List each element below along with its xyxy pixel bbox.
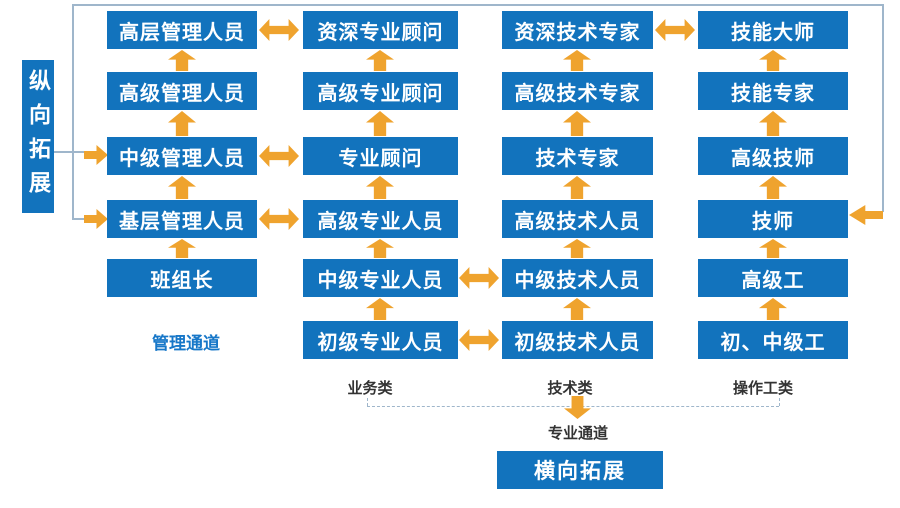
up-arrow-icon	[366, 298, 394, 320]
left-arrow-icon	[849, 205, 883, 225]
up-arrow-icon	[168, 176, 196, 199]
vertical-expansion-banner: 纵向拓展	[22, 60, 54, 213]
box-senior-consultant: 高级专业顾问	[303, 72, 458, 110]
up-arrow-icon	[366, 239, 394, 258]
technical-category-label: 技术类	[547, 380, 593, 397]
up-arrow-icon	[759, 50, 787, 71]
up-arrow-icon	[563, 111, 591, 136]
professional-channel-label: 专业通道	[547, 425, 608, 442]
box-technician: 技师	[698, 200, 848, 238]
box-senior-manager: 高级管理人员	[107, 72, 257, 110]
connector-line-right	[882, 4, 884, 212]
box-senior-tech-expert: 高级技术专家	[502, 72, 653, 110]
up-arrow-icon	[563, 176, 591, 199]
box-senior-technician: 高级技师	[698, 137, 848, 175]
up-arrow-icon	[759, 298, 787, 320]
up-arrow-icon	[759, 176, 787, 199]
management-channel-label: 管理通道	[152, 334, 220, 353]
up-arrow-icon	[168, 111, 196, 136]
up-arrow-icon	[168, 239, 196, 258]
up-arrow-icon	[759, 239, 787, 258]
up-arrow-icon	[168, 50, 196, 71]
double-arrow-icon	[259, 19, 299, 41]
right-arrow-icon	[84, 209, 108, 229]
connector-line-left	[72, 4, 74, 220]
double-arrow-icon	[459, 267, 499, 289]
box-senior-worker: 高级工	[698, 259, 848, 297]
business-category-label: 业务类	[347, 380, 393, 397]
box-senior-executive: 高层管理人员	[107, 11, 257, 49]
box-junior-professional: 初级专业人员	[303, 321, 458, 359]
up-arrow-icon	[366, 176, 394, 199]
horizontal-expansion-banner: 横向拓展	[497, 451, 663, 489]
box-tech-expert: 技术专家	[502, 137, 653, 175]
double-arrow-icon	[259, 145, 299, 167]
up-arrow-icon	[563, 298, 591, 320]
box-senior-technician-staff: 高级技术人员	[502, 200, 653, 238]
box-middle-professional: 中级专业人员	[303, 259, 458, 297]
bracket-tick-right	[779, 398, 780, 406]
box-team-leader: 班组长	[107, 259, 257, 297]
up-arrow-icon	[366, 50, 394, 71]
box-middle-technician-staff: 中级技术人员	[502, 259, 653, 297]
box-junior-technician-staff: 初级技术人员	[502, 321, 653, 359]
double-arrow-icon	[259, 208, 299, 230]
double-arrow-icon	[459, 329, 499, 351]
box-junior-manager: 基层管理人员	[107, 200, 257, 238]
box-distinguished-consultant: 资深专业顾问	[303, 11, 458, 49]
down-arrow-icon	[564, 396, 591, 419]
up-arrow-icon	[759, 111, 787, 136]
operator-category-label: 操作工类	[732, 380, 793, 397]
connector-lower-branch	[72, 218, 86, 220]
box-consultant: 专业顾问	[303, 137, 458, 175]
bracket-tick-left	[367, 398, 368, 406]
box-middle-manager: 中级管理人员	[107, 137, 257, 175]
connector-banner-branch	[54, 151, 86, 153]
box-skill-master: 技能大师	[698, 11, 848, 49]
box-junior-middle-worker: 初、中级工	[698, 321, 848, 359]
up-arrow-icon	[366, 111, 394, 136]
up-arrow-icon	[563, 239, 591, 258]
connector-line-top	[72, 4, 884, 6]
double-arrow-icon	[655, 19, 695, 41]
box-skill-expert: 技能专家	[698, 72, 848, 110]
up-arrow-icon	[563, 50, 591, 71]
box-senior-professional: 高级专业人员	[303, 200, 458, 238]
right-arrow-icon	[84, 145, 108, 165]
box-distinguished-tech-expert: 资深技术专家	[502, 11, 653, 49]
